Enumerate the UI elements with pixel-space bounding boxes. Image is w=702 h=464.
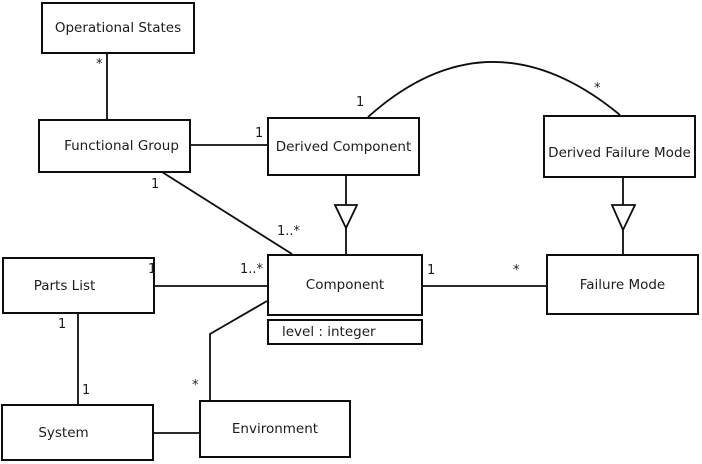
edge-functional-group-component	[161, 171, 293, 255]
class-operational-states[interactable]: Operational States	[41, 2, 195, 54]
multiplicity-label-parts-list-bottom: 1	[58, 317, 67, 332]
multiplicity-label-derived-component-arc: 1	[356, 95, 365, 110]
generalization-triangle-icon	[333, 204, 359, 231]
class-derived-failure-mode[interactable]: Derived Failure Mode	[543, 115, 696, 178]
class-name-label: Operational States	[54, 20, 182, 36]
class-failure-mode[interactable]: Failure Mode	[546, 254, 699, 315]
class-environment[interactable]: Environment	[199, 400, 351, 458]
class-name-label: Failure Mode	[579, 276, 666, 293]
multiplicity-label-component-top-left: 1..*	[277, 224, 301, 239]
class-parts-list[interactable]: Parts List	[2, 257, 155, 314]
multiplicity-label-parts-list-right: 1	[148, 262, 157, 277]
multiplicity-label-system-top: 1	[82, 383, 91, 398]
class-name-label: Environment	[231, 421, 319, 437]
class-name-label: Functional Group	[64, 138, 179, 154]
multiplicity-label-derived-failure-mode-arc: *	[594, 81, 601, 96]
class-name-label: Component	[305, 277, 385, 293]
class-functional-group[interactable]: Functional Group	[38, 119, 191, 173]
multiplicity-label-failure-mode-left: *	[513, 263, 520, 278]
class-component-attributes[interactable]: level : integer	[267, 319, 423, 345]
multiplicity-label-functional-group-derived-component: 1	[255, 126, 264, 141]
class-derived-component[interactable]: Derived Component	[267, 117, 420, 176]
edge-derived-component-derived-failure-mode-arc	[367, 61, 621, 118]
multiplicity-label-component-left: 1..*	[240, 262, 264, 277]
class-system[interactable]: System	[1, 404, 154, 461]
generalization-triangle-icon	[610, 204, 637, 233]
class-name-label: Derived Component	[275, 138, 412, 155]
class-component[interactable]: Component	[267, 254, 423, 316]
multiplicity-label-component-right: 1	[427, 263, 436, 278]
class-name-label: System	[38, 424, 89, 441]
edge-environment-component	[209, 300, 268, 400]
multiplicity-label-environment-top: *	[192, 378, 199, 393]
multiplicity-label-operational-states: *	[96, 57, 103, 72]
class-name-label: Parts List	[33, 277, 96, 294]
class-attribute-label: level : integer	[282, 324, 376, 340]
multiplicity-label-functional-group-bottom: 1	[151, 177, 160, 192]
class-name-label: Derived Failure Mode	[548, 145, 691, 161]
